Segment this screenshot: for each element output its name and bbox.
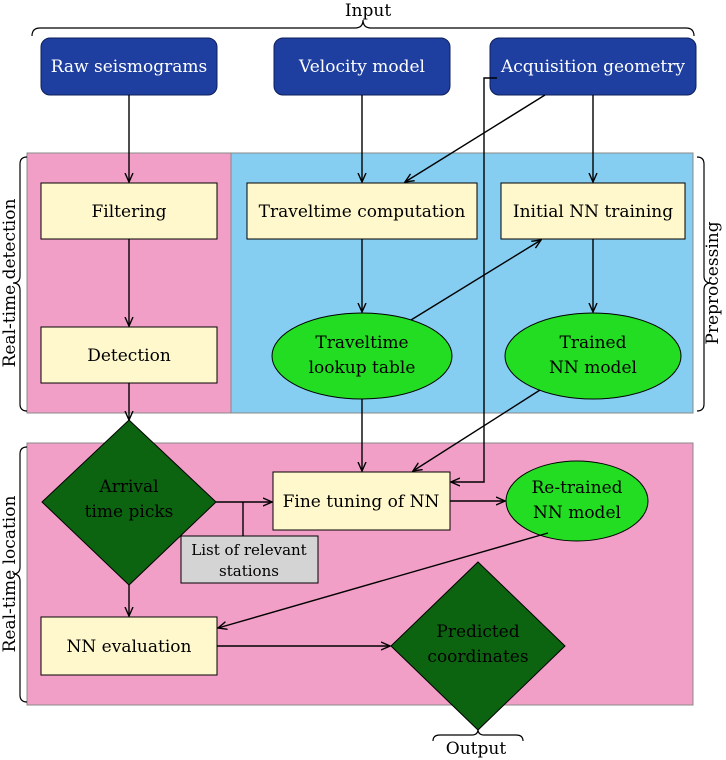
input-label: Input [345,1,391,21]
input-brace [31,19,695,37]
relevant-stations-node [180,535,319,584]
detection-text: Detection [87,346,171,366]
relevant-text-1: List of relevant [191,541,306,559]
arrow-lookup-to-initial [410,240,541,321]
arrow-acq-to-traveltime [405,94,546,182]
detection-brace [12,156,28,412]
retrained-nn-node [505,460,649,542]
detection-node [40,326,218,384]
retrained-text-1: Re-trained [531,478,622,498]
traveltime-computation-text: Traveltime computation [259,202,466,222]
trained-nn-text-1: Trained [560,333,627,353]
nn-evaluation-text: NN evaluation [67,637,192,657]
preprocessing-label: Preprocessing [703,221,723,344]
nn-evaluation-node [40,616,218,676]
location-brace [12,446,28,703]
traveltime-lookup-node [271,312,453,400]
initial-nn-training-text: Initial NN training [513,202,673,222]
preprocessing-brace [696,156,712,412]
fine-tuning-text: Fine tuning of NN [283,492,440,512]
trained-nn-node [504,312,682,400]
predicted-text-1: Predicted [436,622,519,642]
acquisition-geometry-text: Acquisition geometry [500,57,685,77]
raw-seismograms-text: Raw seismograms [51,57,208,77]
realtime-location-label: Real-time location [0,496,20,653]
realtime-detection-label: Real-time detection [0,199,20,368]
arrow-retrained-to-evaluation [218,532,549,628]
filtering-text: Filtering [92,202,167,222]
predicted-coordinates-node [390,561,566,731]
traveltime-lookup-text-2: lookup table [309,358,416,378]
retrained-text-2: NN model [533,503,621,523]
relevant-text-2: stations [219,562,279,580]
trained-nn-text-2: NN model [549,358,637,378]
output-label: Output [446,739,507,759]
arrival-text-1: Arrival [98,477,158,497]
arrow-trained-to-finetune [413,389,541,471]
arrow-acq-to-finetune [451,77,497,482]
velocity-model-text: Velocity model [298,57,425,77]
traveltime-computation-node [246,182,478,240]
fine-tuning-node [272,471,451,531]
traveltime-lookup-text-1: Traveltime [315,333,408,353]
predicted-text-2: coordinates [427,647,528,667]
arrival-text-2: time picks [85,502,174,522]
